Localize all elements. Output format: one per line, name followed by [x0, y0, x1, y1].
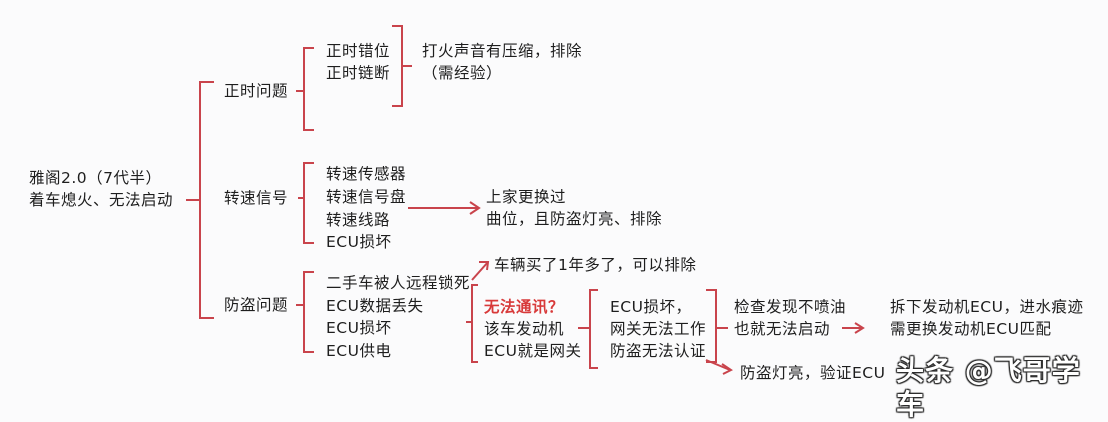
comm-question: 无法通讯？ — [484, 298, 565, 316]
lock-result: 车辆买了1年多了，可以排除 — [494, 256, 697, 274]
rpm-cause: 转速传感器 — [326, 165, 407, 183]
antitheft-cause: ECU数据丢失 — [326, 297, 424, 315]
rpm-cause: 转速线路 — [326, 211, 391, 229]
antitheft-cause: ECU供电 — [326, 342, 392, 360]
comm-line: ECU就是网关 — [484, 342, 582, 360]
watermark: 头条 @飞哥学车 — [896, 354, 1081, 421]
timing-result: 打火声音有压缩，排除 — [422, 42, 583, 60]
comm-line: 该车发动机 — [484, 320, 565, 338]
check-line: 也就无法启动 — [734, 320, 831, 338]
antitheft-cause: ECU损坏 — [326, 319, 392, 337]
light-result: 防盗灯亮，验证ECU — [740, 364, 886, 382]
branch-timing-label: 正时问题 — [224, 82, 289, 100]
ecu-line: 网关无法工作 — [610, 320, 707, 338]
rpm-result: 上家更换过 — [486, 188, 567, 206]
timing-cause: 正时错位 — [326, 42, 391, 60]
root-symptom: 着车熄火、无法启动 — [29, 191, 174, 209]
root-title: 雅阁2.0（7代半） — [29, 169, 162, 187]
check-line: 检查发现不喷油 — [734, 298, 847, 316]
fix-line: 需更换发动机ECU匹配 — [890, 320, 1052, 338]
rpm-cause: 转速信号盘 — [326, 188, 407, 206]
ecu-line: ECU损坏， — [610, 298, 692, 316]
branch-rpm-label: 转速信号 — [224, 189, 289, 207]
rpm-result: 曲位，且防盗灯亮、排除 — [486, 210, 663, 228]
antitheft-cause: 二手车被人远程锁死 — [326, 274, 471, 292]
connector-lines — [186, 25, 865, 375]
fix-line: 拆下发动机ECU，进水痕迹 — [890, 298, 1084, 316]
rpm-cause: ECU损坏 — [326, 233, 392, 251]
branch-antitheft-label: 防盗问题 — [224, 296, 289, 314]
timing-result-note: （需经验） — [422, 64, 503, 82]
ecu-line: 防盗无法认证 — [610, 342, 707, 360]
timing-cause: 正时链断 — [326, 64, 391, 82]
